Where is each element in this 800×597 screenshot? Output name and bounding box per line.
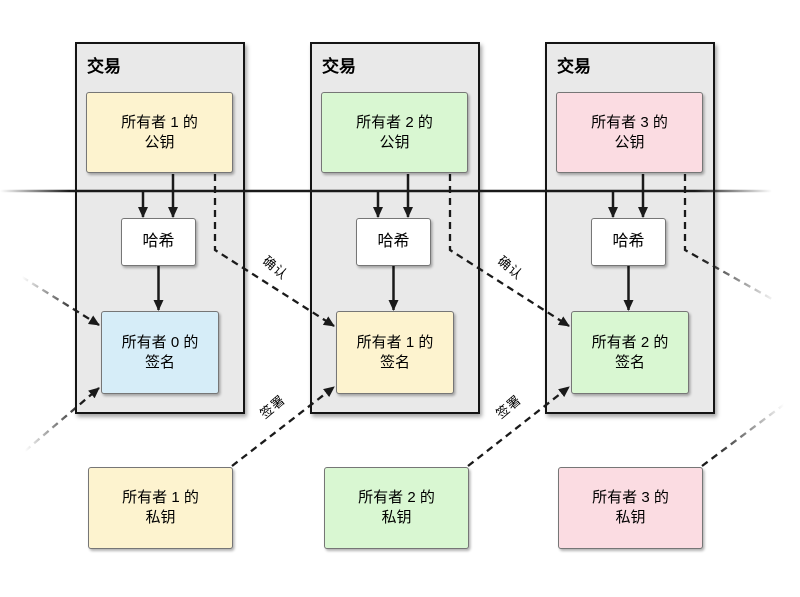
public-key-box-owner2: 所有者 2 的 公钥 <box>321 92 468 173</box>
private-key-box-owner1: 所有者 1 的 私钥 <box>88 467 233 549</box>
signature-label-line1: 所有者 2 的 <box>591 333 669 351</box>
signature-label-line1: 所有者 0 的 <box>121 333 199 351</box>
public-key-label-line1: 所有者 2 的 <box>356 113 433 131</box>
private-key-label-line1: 所有者 1 的 <box>122 489 199 507</box>
verify-arrow-in <box>21 276 100 326</box>
public-key-label-line2: 公钥 <box>144 133 175 151</box>
sign-arrow-2 <box>467 386 570 467</box>
public-key-label-line2: 公钥 <box>379 133 410 151</box>
sign-arrow-out <box>701 402 787 467</box>
transaction-title: 交易 <box>87 57 121 76</box>
private-key-label-line2: 私钥 <box>381 509 412 526</box>
public-key-label-line2: 公钥 <box>614 133 645 151</box>
transaction-title: 交易 <box>322 57 356 76</box>
hash-box-3: 哈希 <box>591 218 666 266</box>
signature-label-line1: 所有者 1 的 <box>356 333 434 351</box>
private-key-box-owner3: 所有者 3 的 私钥 <box>558 467 703 549</box>
public-key-label-line1: 所有者 3 的 <box>591 113 668 131</box>
signature-label-line2: 签名 <box>614 353 645 371</box>
private-key-label-line1: 所有者 2 的 <box>358 489 435 507</box>
hash-box-2: 哈希 <box>356 218 431 266</box>
sign-arrow-in <box>24 387 100 452</box>
hash-label: 哈希 <box>612 233 645 251</box>
hash-label: 哈希 <box>377 233 410 251</box>
private-key-label-line2: 私钥 <box>615 509 646 526</box>
signature-label-line2: 签名 <box>379 353 410 371</box>
private-key-label-line2: 私钥 <box>145 509 176 526</box>
hash-box-1: 哈希 <box>121 218 196 266</box>
public-key-box-owner3: 所有者 3 的 公钥 <box>556 92 703 173</box>
transaction-title: 交易 <box>557 57 591 76</box>
signature-box-owner2: 所有者 2 的 签名 <box>571 311 689 394</box>
public-key-box-owner1: 所有者 1 的 公钥 <box>86 92 233 173</box>
private-key-box-owner2: 所有者 2 的 私钥 <box>324 467 469 549</box>
sign-arrow-1 <box>231 386 335 467</box>
signature-box-owner0: 所有者 0 的 签名 <box>101 311 219 394</box>
signature-label-line2: 签名 <box>144 353 175 371</box>
public-key-label-line1: 所有者 1 的 <box>121 113 198 131</box>
hash-label: 哈希 <box>142 233 175 251</box>
private-key-label-line1: 所有者 3 的 <box>592 489 669 507</box>
verify-arrow-2-3 <box>448 174 570 327</box>
signature-box-owner1: 所有者 1 的 签名 <box>336 311 454 394</box>
verify-arrow-1-2 <box>213 174 335 327</box>
verify-arrow-out <box>683 174 780 305</box>
